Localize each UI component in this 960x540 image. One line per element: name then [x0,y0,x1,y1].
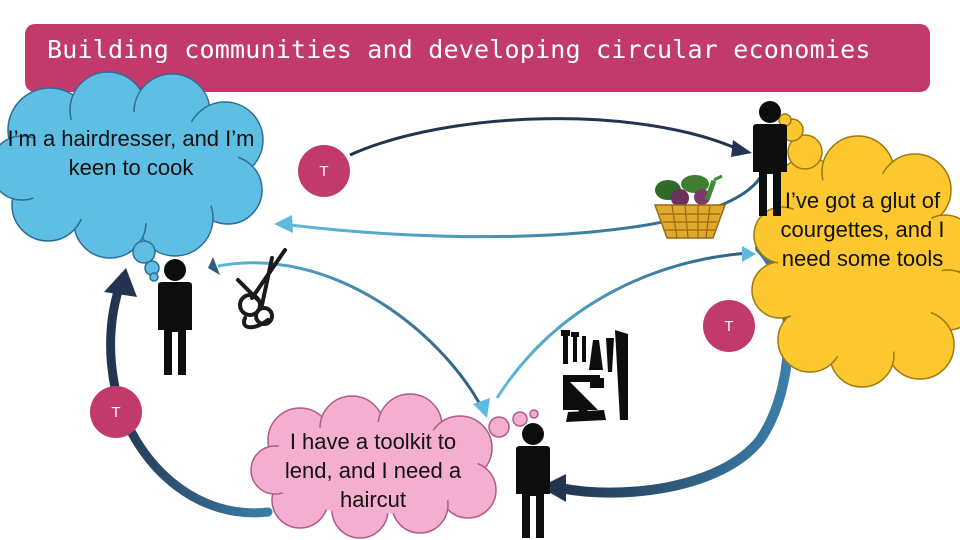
t-badge-right: T [703,300,755,352]
t-badge-left: T [90,386,142,438]
scissors-icon [236,248,287,330]
thought-cloud-grower [751,113,960,388]
cloud-text-grower: I’ve got a glut of courgettes, and I nee… [780,188,945,271]
connector-grower-to-hairdresser [274,177,762,239]
t-badge-top: T [298,145,350,197]
vegetable-basket-icon [653,174,727,239]
toolkit-icon [561,330,628,422]
thought-cloud-hairdresser [0,71,264,282]
connector-hairdresser-to-lender [208,257,490,418]
person-icon [516,423,550,538]
cloud-text-hairdresser: I’m a hairdresser, and I’m keen to cook [7,126,255,180]
page-title: Building communities and developing circ… [47,35,871,64]
cloud-text-lender: I have a toolkit to lend, and I need a h… [284,429,462,512]
thought-cloud-lender [250,393,539,539]
connector-lender-to-grower [495,246,756,399]
person-icon [158,259,192,375]
person-icon [753,101,787,216]
connector-hairdresser-to-grower [349,117,752,157]
